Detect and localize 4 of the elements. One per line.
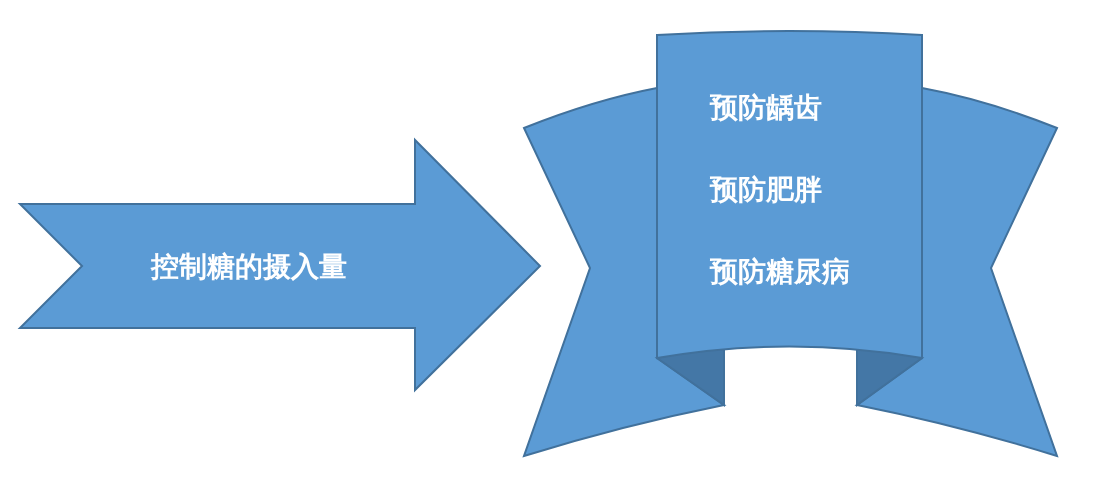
ribbon-item-text: 预防肥胖	[710, 172, 822, 208]
ribbon-item-text: 预防龋齿	[710, 90, 822, 126]
arrow-label: 控制糖的摄入量	[150, 248, 347, 284]
ribbon-item-text: 预防糖尿病	[710, 254, 850, 290]
